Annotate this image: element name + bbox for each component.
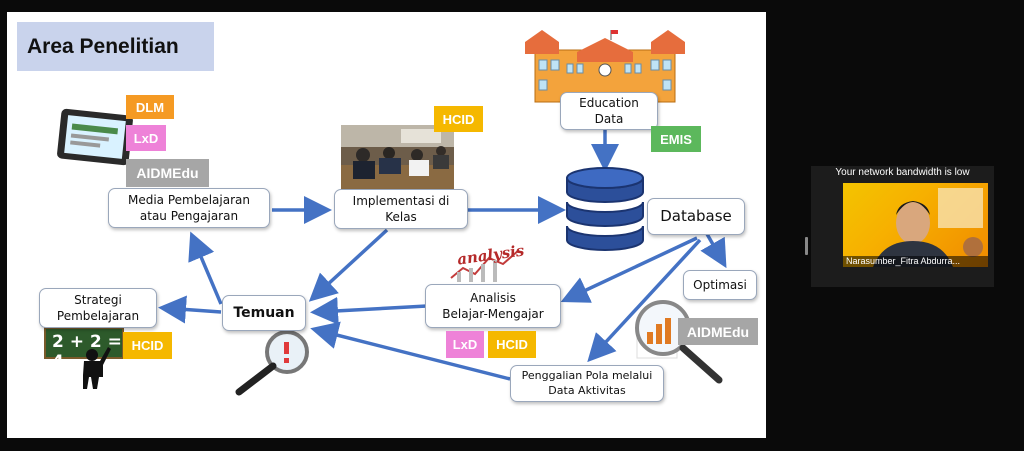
node-media-label: Media Pembelajaran atau Pengajaran: [127, 192, 250, 223]
participant-name: Narasumber_Fitra Abdurra...: [843, 256, 988, 267]
panel-resize-handle[interactable]: [805, 237, 808, 255]
classroom-photo: [341, 125, 454, 189]
tag-aidmedu-top: AIDMEdu: [126, 159, 209, 187]
tag-aidmedu-right: AIDMEdu: [678, 318, 758, 345]
node-optimasi: Optimasi: [683, 270, 757, 300]
node-analisis: Analisis Belajar-Mengajar: [425, 284, 561, 328]
teacher-icon: [83, 347, 111, 389]
slide-title: Area Penelitian: [17, 22, 214, 71]
node-database: Database: [647, 198, 745, 235]
analysis-image: analysis: [447, 241, 527, 284]
teacher-board-image: 2 + 2 = 4: [44, 327, 134, 389]
tag-hcid-implementasi: HCID: [434, 106, 483, 132]
tag-lxd-top: LxD: [126, 125, 166, 151]
node-media-pembelajaran: Media Pembelajaran atau Pengajaran: [108, 188, 270, 228]
node-education-data: Education Data: [560, 92, 658, 130]
node-temuan: Temuan: [222, 295, 306, 331]
node-penggalian-label: Penggalian Pola melalui Data Aktivitas: [521, 368, 653, 397]
tag-lxd-analisis: LxD: [446, 331, 484, 358]
node-optimasi-label: Optimasi: [693, 277, 747, 292]
participant-video[interactable]: [843, 183, 988, 267]
presentation-slide: Area Penelitian: [7, 12, 766, 438]
node-penggalian-pola: Penggalian Pola melalui Data Aktivitas: [510, 365, 664, 402]
node-temuan-label: Temuan: [233, 304, 295, 321]
node-education-label: Education Data: [579, 95, 639, 126]
arrow-implementasi-to-temuan: [308, 228, 389, 302]
arrow-temuan-to-media: [188, 231, 223, 305]
tag-emis: EMIS: [651, 126, 701, 152]
node-implementasi: Implementasi di Kelas: [334, 189, 468, 229]
node-strategi-pembelajaran: Strategi Pembelajaran: [39, 288, 157, 328]
tag-dlm: DLM: [126, 95, 174, 119]
magnifier-icon: [235, 330, 309, 396]
arrow-database-to-optimasi: [700, 233, 727, 269]
arrow-temuan-to-strategi: [158, 295, 222, 324]
node-analisis-label: Analisis Belajar-Mengajar: [442, 290, 544, 321]
tag-hcid-strategi: HCID: [123, 332, 172, 359]
node-database-label: Database: [660, 207, 732, 226]
chart-magnifier-icon: [635, 300, 723, 384]
board-equation: 2 + 2 = 4: [52, 332, 122, 372]
tablet-icon: [57, 108, 133, 166]
network-warning: Your network bandwidth is low: [835, 167, 970, 178]
node-strategi-label: Strategi Pembelajaran: [56, 292, 140, 323]
tag-hcid-analisis: HCID: [488, 331, 536, 358]
database-icon: [566, 167, 644, 251]
participant-video-panel[interactable]: Your network bandwidth is low Narasumber…: [811, 166, 994, 287]
participant-avatar: [873, 188, 983, 267]
arrow-analisis-to-temuan: [310, 296, 428, 325]
node-implementasi-label: Implementasi di Kelas: [352, 193, 450, 224]
